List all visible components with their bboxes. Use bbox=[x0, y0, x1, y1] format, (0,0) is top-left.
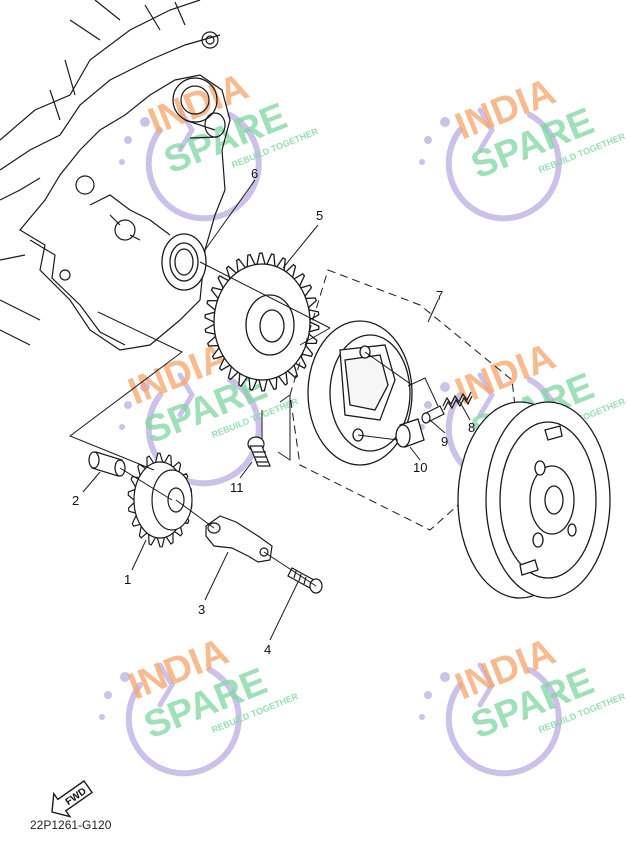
callout-4: 4 bbox=[264, 642, 271, 657]
bolt-11 bbox=[247, 436, 271, 467]
starter-clutch-assy-7 bbox=[289, 269, 521, 531]
roller-10 bbox=[395, 418, 425, 448]
diagram-reference-code: 22P1261-G120 bbox=[30, 818, 112, 832]
assembly-lines bbox=[68, 261, 439, 587]
assembly-outline bbox=[289, 269, 521, 531]
gear-1 bbox=[127, 452, 193, 548]
spring-8 bbox=[442, 391, 473, 411]
callout-8: 8 bbox=[468, 420, 475, 435]
callout-11: 11 bbox=[230, 480, 244, 495]
bolt-4 bbox=[287, 567, 323, 594]
plunger-9 bbox=[421, 405, 445, 424]
callout-6: 6 bbox=[251, 166, 258, 181]
callout-5: 5 bbox=[316, 208, 323, 223]
callout-10: 10 bbox=[413, 460, 427, 475]
flywheel-rotor bbox=[457, 401, 611, 599]
callout-2: 2 bbox=[72, 493, 79, 508]
plate-3 bbox=[205, 515, 273, 563]
pin-2 bbox=[88, 451, 126, 477]
callout-labels: 1 2 3 4 5 6 7 8 9 10 11 bbox=[72, 166, 475, 657]
crankcase bbox=[0, 0, 231, 351]
callout-9: 9 bbox=[441, 434, 448, 449]
gear-5 bbox=[204, 252, 320, 392]
callout-3: 3 bbox=[198, 602, 205, 617]
fwd-arrow-icon: FWD bbox=[51, 780, 94, 818]
callout-1: 1 bbox=[124, 572, 131, 587]
callout-7: 7 bbox=[436, 288, 443, 303]
leader-lines bbox=[82, 179, 471, 641]
bearing-6 bbox=[161, 233, 207, 291]
